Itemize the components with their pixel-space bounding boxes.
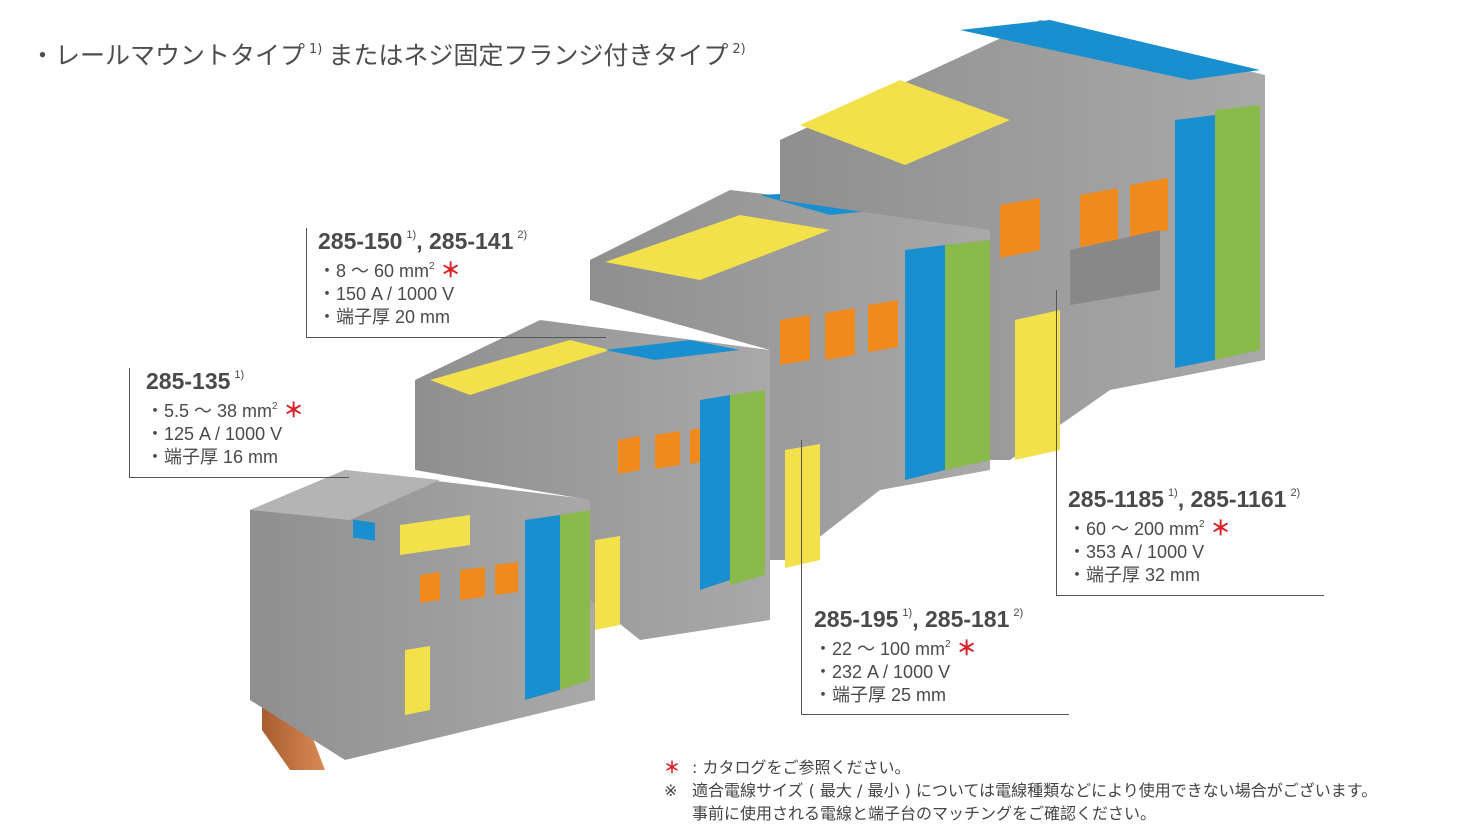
footnote-b: 2) <box>1013 607 1024 619</box>
spec-text: ・22 ～ 100 mm <box>814 639 946 659</box>
part-number-b: 285-1161 <box>1190 486 1287 512</box>
unit-superscript: 2 <box>429 261 435 272</box>
leader-285-150-v <box>306 228 307 338</box>
leader-285-150-h <box>306 337 606 338</box>
note-text: 適合電線サイズ ( 最大 / 最小 ) については電線種類などにより使用できない… <box>692 781 1378 800</box>
spec-rating: ・232 A / 1000 V <box>814 662 951 682</box>
footnote-a: 1) <box>406 229 417 241</box>
separator: , <box>1177 486 1185 512</box>
spec-text: ・60 ～ 200 mm <box>1068 519 1200 539</box>
asterisk-mark: ＊ <box>664 758 681 777</box>
leader-285-195-v <box>801 440 802 715</box>
footnote-a: 1) <box>1167 487 1178 499</box>
spec-text: ・5.5 ～ 38 mm <box>146 401 273 421</box>
unit-superscript: 2 <box>1199 519 1205 530</box>
note-matching: 事前に使用される電線と端子台のマッチングをご確認ください。 <box>664 802 1377 825</box>
note-compatibility: ※ 適合電線サイズ ( 最大 / 最小 ) については電線種類などにより使用できな… <box>664 779 1377 802</box>
title-footnote-1: 1) <box>309 42 323 57</box>
leader-285-1185-h <box>1056 595 1324 596</box>
spec-wire-range: ・22 ～ 100 mm2 ＊ <box>814 633 1023 661</box>
spec-wire-range: ・5.5 ～ 38 mm2 ＊ <box>146 395 304 423</box>
spec-thickness: ・端子厚 25 mm <box>814 685 947 705</box>
title-text-1: ・レールマウントタイプ <box>30 41 306 70</box>
part-number-a: 285-150 <box>318 228 403 254</box>
asterisk-mark: ＊ <box>283 400 304 422</box>
part-number-b: 285-141 <box>428 228 514 254</box>
block-group-285-150 <box>415 320 770 640</box>
part-number-a: 285-1185 <box>1068 486 1164 512</box>
spec-thickness: ・端子厚 16 mm <box>146 447 279 467</box>
spec-rating: ・150 A / 1000 V <box>318 284 455 304</box>
reference-mark: ※ <box>664 781 678 800</box>
footnote-a: 1) <box>234 369 245 381</box>
spec-rating: ・353 A / 1000 V <box>1068 542 1205 562</box>
part-number-b: 285-181 <box>924 606 1010 632</box>
spec-thickness: ・端子厚 20 mm <box>318 307 451 327</box>
footnote-a: 1) <box>902 607 913 619</box>
leader-285-1185-v <box>1056 290 1057 596</box>
block-group-285-195 <box>590 190 990 568</box>
footnote-b: 2) <box>517 229 528 241</box>
title-footnote-2: 2) <box>732 42 746 57</box>
leader-285-135-h <box>129 477 349 478</box>
unit-superscript: 2 <box>945 639 951 650</box>
spec-rating: ・125 A / 1000 V <box>146 424 283 444</box>
asterisk-mark: ＊ <box>440 260 461 282</box>
spec-text: ・8 ～ 60 mm <box>318 261 430 281</box>
footnotes: ＊ : カタログをご参照ください。 ※ 適合電線サイズ ( 最大 / 最小 ) につ… <box>664 756 1377 825</box>
leader-285-195-h <box>801 714 1069 715</box>
part-number-a: 285-195 <box>814 606 899 632</box>
note-catalog: ＊ : カタログをご参照ください。 <box>664 756 1377 779</box>
separator: , <box>912 606 919 632</box>
leader-285-135-v <box>129 368 130 478</box>
block-group-285-1185 <box>780 20 1265 460</box>
spec-wire-range: ・60 ～ 200 mm2 ＊ <box>1068 513 1300 541</box>
title-text-2: またはネジ固定フランジ付きタイプ <box>328 41 729 70</box>
part-number-a: 285-135 <box>146 368 231 394</box>
spec-wire-range: ・8 ～ 60 mm2 ＊ <box>318 255 527 283</box>
separator: , <box>416 228 423 254</box>
footnote-b: 2) <box>1290 487 1301 499</box>
note-text: 事前に使用される電線と端子台のマッチングをご確認ください。 <box>692 804 1157 823</box>
block-group-285-135 <box>250 470 595 760</box>
asterisk-mark: ＊ <box>1210 518 1231 540</box>
spec-thickness: ・端子厚 32 mm <box>1068 565 1201 585</box>
asterisk-mark: ＊ <box>956 638 977 660</box>
unit-superscript: 2 <box>272 401 278 412</box>
note-text: : カタログをご参照ください。 <box>692 758 911 777</box>
